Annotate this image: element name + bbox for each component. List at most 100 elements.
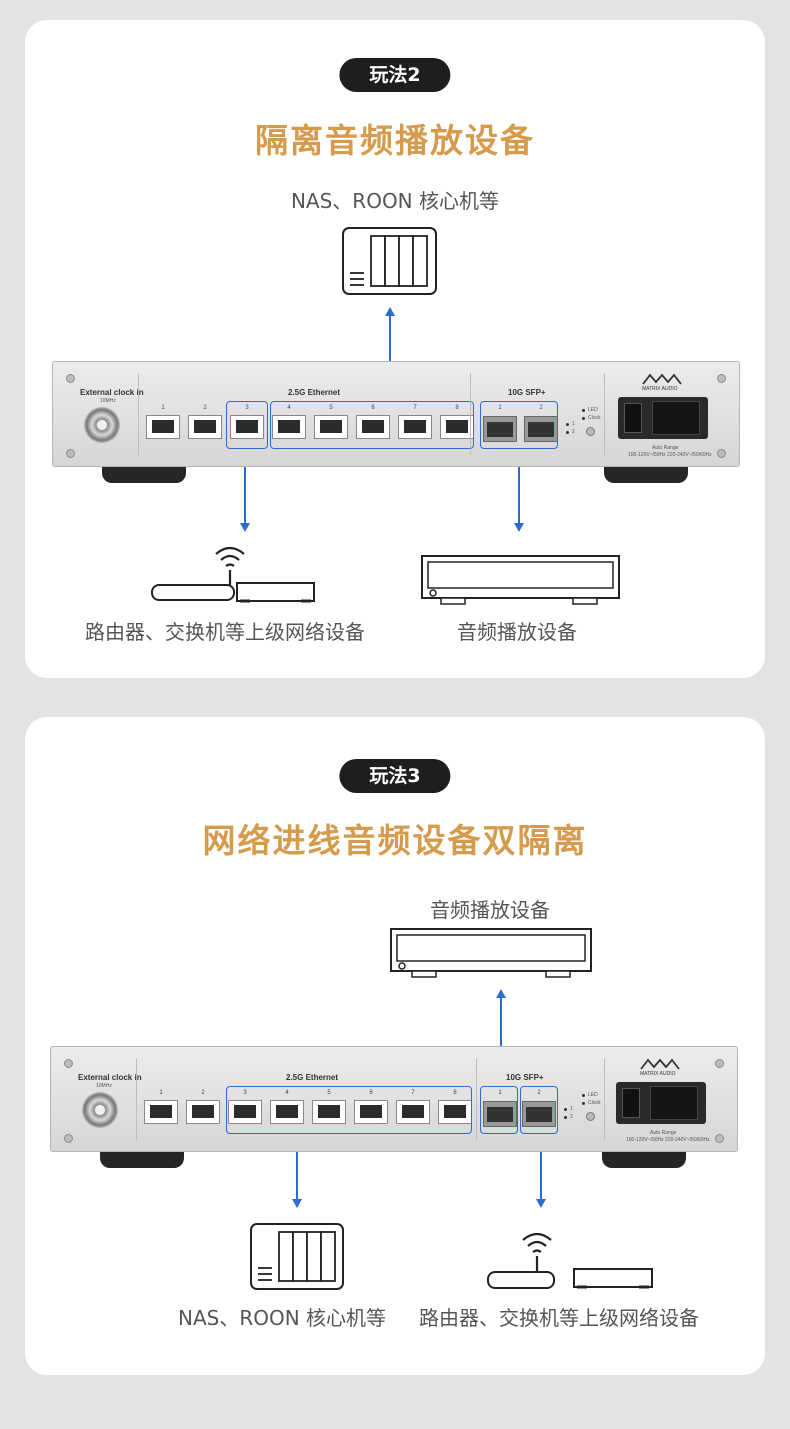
bnc-connector-icon (84, 407, 120, 443)
panel-divider (136, 1058, 137, 1140)
led-label: 2 (572, 429, 575, 435)
led-indicator (566, 423, 569, 426)
connector-line (389, 315, 391, 395)
wifi-router-icon (487, 1232, 555, 1289)
switch-icon (573, 1268, 653, 1289)
sfp-label: 10G SFP+ (506, 1073, 544, 1082)
audio-player-icon (390, 928, 592, 978)
connector-line (500, 997, 502, 1077)
port-number: 4 (287, 405, 291, 411)
led-button[interactable] (586, 427, 595, 436)
arrow-down-icon (240, 523, 250, 532)
arrow-up-icon (385, 307, 395, 316)
arrow-down-icon (536, 1199, 546, 1208)
ethernet-port[interactable] (440, 415, 474, 439)
power-label: Auto Range (652, 445, 679, 451)
screw-icon (717, 374, 726, 383)
led-button[interactable] (586, 1112, 595, 1121)
arrow-down-icon (514, 523, 524, 532)
brand-logo-icon (642, 373, 682, 385)
sfp-port[interactable] (522, 1101, 556, 1127)
port-number: 2 (203, 405, 207, 411)
clock-sub-label: 10MHz (100, 398, 116, 404)
port-number: 1 (498, 405, 502, 411)
port-number: 2 (539, 405, 543, 411)
ethernet-port[interactable] (270, 1100, 304, 1124)
led-indicator (564, 1108, 567, 1111)
port-number: 6 (369, 1090, 373, 1096)
power-spec: 100-120V~/50Hz 220-240V~/50/60Hz (626, 1137, 710, 1143)
connector-line (296, 1133, 298, 1201)
port-number: 5 (329, 405, 333, 411)
led-label: Clock (588, 1100, 601, 1106)
ethernet-port[interactable] (398, 415, 432, 439)
network-device-label: 路由器、交换机等上级网络设备 (419, 1306, 699, 1330)
clock-label: External clock in (78, 1073, 142, 1082)
nas-icon (250, 1223, 344, 1290)
power-inlet (650, 1086, 698, 1120)
led-label: 1 (572, 421, 575, 427)
panel-divider (604, 373, 605, 455)
port-number: 8 (453, 1090, 457, 1096)
port-number: 1 (161, 405, 165, 411)
bnc-connector-icon (82, 1092, 118, 1128)
power-spec: 100-120V~/50Hz 220-240V~/50/60Hz (628, 452, 712, 458)
port-number: 1 (498, 1090, 502, 1096)
port-number: 3 (245, 405, 249, 411)
wifi-router-icon (151, 546, 245, 601)
ethernet-port[interactable] (396, 1100, 430, 1124)
port-number: 2 (201, 1090, 205, 1096)
power-switch[interactable] (624, 403, 642, 433)
ethernet-port[interactable] (312, 1100, 346, 1124)
port-number: 7 (413, 405, 417, 411)
power-switch[interactable] (622, 1088, 640, 1118)
nas-label: NAS、ROON 核心机等 (178, 1306, 387, 1330)
screw-icon (64, 1059, 73, 1068)
arrow-up-icon (496, 989, 506, 998)
ethernet-port[interactable] (438, 1100, 472, 1124)
led-indicator (564, 1116, 567, 1119)
sfp-port[interactable] (483, 416, 517, 442)
port-number: 8 (455, 405, 459, 411)
ethernet-port[interactable] (314, 415, 348, 439)
port-group-highlight (226, 1086, 472, 1134)
power-label: Auto Range (650, 1130, 677, 1136)
ethernet-port[interactable] (272, 415, 306, 439)
arrow-down-icon (292, 1199, 302, 1208)
ethernet-label: 2.5G Ethernet (286, 1073, 339, 1082)
led-label: LED (588, 1092, 598, 1098)
ethernet-port[interactable] (228, 1100, 262, 1124)
audio-device-label: 音频播放设备 (430, 898, 550, 922)
network-switch-device: External clock in 10MHz 2.5G Ethernet 1 … (52, 361, 740, 489)
ethernet-port[interactable] (230, 415, 264, 439)
led-indicator (582, 409, 585, 412)
connector-line (518, 450, 520, 525)
screw-icon (715, 1134, 724, 1143)
sfp-port[interactable] (483, 1101, 517, 1127)
port-number: 1 (159, 1090, 163, 1096)
ethernet-port[interactable] (356, 415, 390, 439)
ethernet-port[interactable] (188, 415, 222, 439)
port-group-highlight (480, 1086, 518, 1134)
clock-sub-label: 10MHz (96, 1083, 112, 1089)
audio-player-icon (421, 555, 620, 605)
ethernet-port[interactable] (144, 1100, 178, 1124)
ethernet-port[interactable] (186, 1100, 220, 1124)
led-indicator (582, 1094, 585, 1097)
led-indicator (582, 417, 585, 420)
sfp-port[interactable] (524, 416, 558, 442)
section-title: 隔离音频播放设备 (255, 121, 535, 160)
led-indicator (566, 431, 569, 434)
power-panel (618, 397, 708, 439)
port-number: 2 (537, 1090, 541, 1096)
screw-icon (66, 374, 75, 383)
ethernet-port[interactable] (146, 415, 180, 439)
ethernet-port[interactable] (354, 1100, 388, 1124)
sfp-label: 10G SFP+ (508, 388, 546, 397)
port-number: 7 (411, 1090, 415, 1096)
port-number: 4 (285, 1090, 289, 1096)
audio-device-label: 音频播放设备 (457, 620, 577, 644)
switch-icon (236, 582, 315, 603)
mode-pill: 玩法2 (339, 58, 451, 92)
mode-pill: 玩法3 (339, 759, 451, 793)
